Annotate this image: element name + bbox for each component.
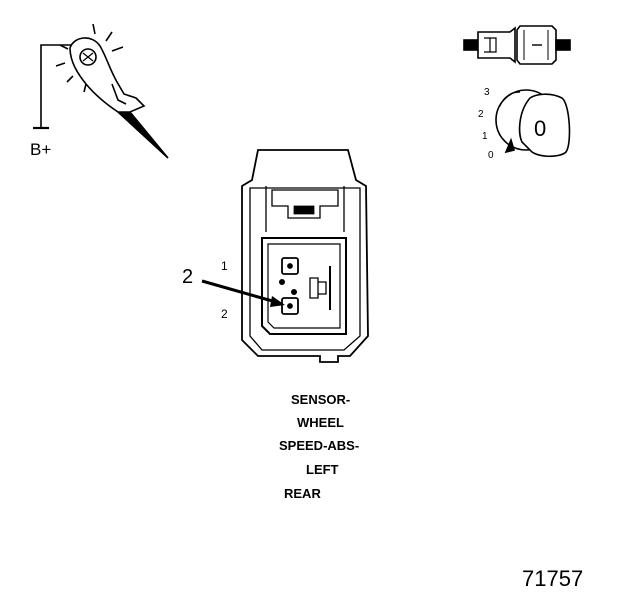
sensor-connector-body	[241, 149, 369, 363]
caption-line: SPEED-ABS-	[279, 438, 360, 453]
key-position-indicator: 0	[534, 116, 547, 141]
pin-1-label: 1	[221, 259, 228, 273]
pin-2-label: 2	[221, 307, 228, 321]
battery-positive-label: B+	[30, 140, 52, 159]
callout-number: 2	[182, 266, 194, 288]
battery-probe-icon	[33, 23, 169, 159]
figure-number: 71757	[522, 566, 584, 591]
ignition-position-0: 0	[488, 150, 494, 161]
caption-line: LEFT	[306, 462, 339, 477]
ignition-position-3: 3	[484, 87, 490, 98]
ignition-position-2: 2	[478, 109, 484, 120]
callout-arrow-icon	[201, 279, 285, 307]
caption-line: REAR	[284, 486, 321, 501]
ignition-switch-icon	[495, 89, 571, 158]
caption-line: WHEEL	[297, 415, 344, 430]
connector-plug-icon	[463, 25, 571, 65]
ignition-position-1: 1	[482, 131, 488, 142]
caption-line: SENSOR-	[291, 392, 351, 407]
